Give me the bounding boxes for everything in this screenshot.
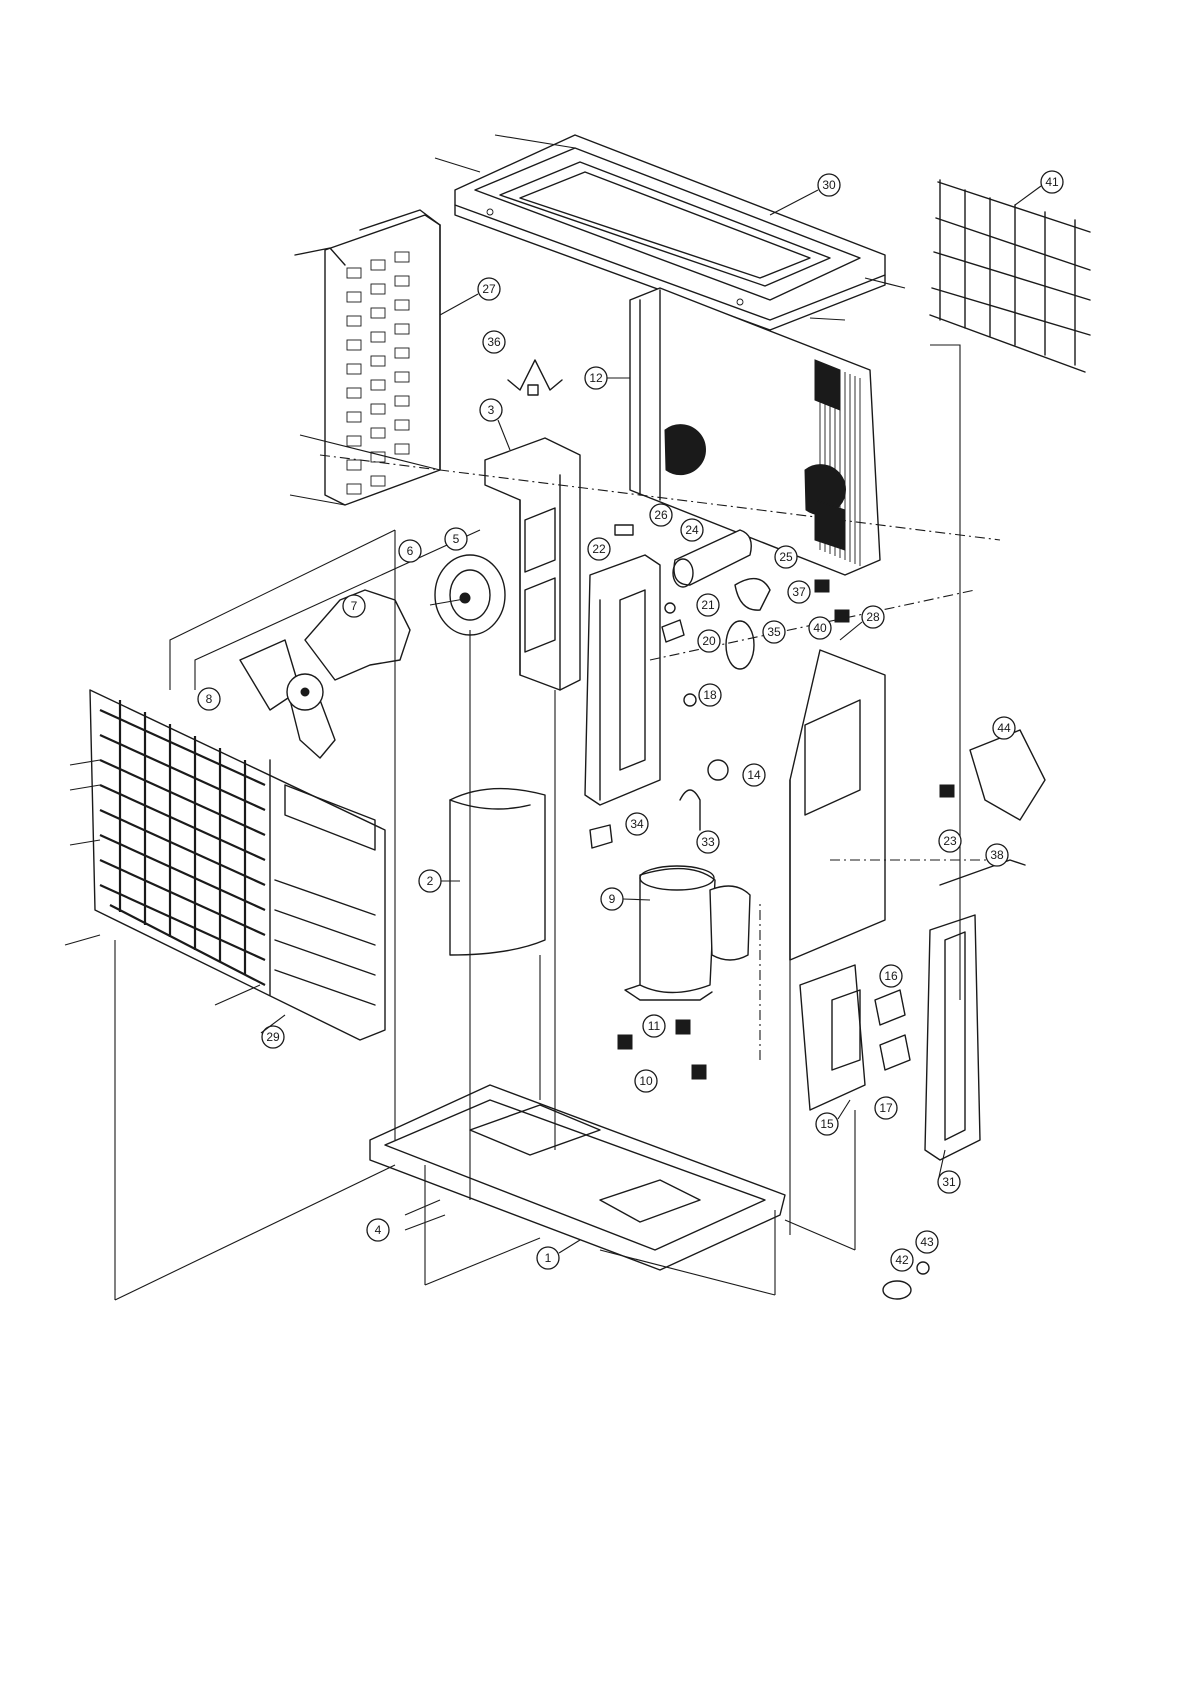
callout-43: 43 [916,1231,938,1253]
callout-4: 4 [367,1219,389,1241]
svg-text:2: 2 [427,874,434,888]
svg-text:10: 10 [639,1074,653,1088]
svg-text:5: 5 [453,532,460,546]
callout-5: 5 [445,528,467,550]
svg-text:26: 26 [654,508,668,522]
callout-42: 42 [891,1249,913,1271]
callout-7: 7 [343,595,365,617]
compressor [625,866,750,1000]
svg-text:28: 28 [866,610,880,624]
callout-8: 8 [198,688,220,710]
svg-text:20: 20 [702,634,716,648]
service-panel [790,650,885,960]
callout-31: 31 [938,1171,960,1193]
svg-text:21: 21 [701,598,715,612]
fan-motor [430,555,505,635]
svg-text:43: 43 [920,1235,934,1249]
callout-9: 9 [601,888,623,910]
valve-cover [925,915,980,1160]
svg-text:37: 37 [792,585,806,599]
callout-28: 28 [862,606,884,628]
callout-41: 41 [1041,171,1063,193]
callout-24: 24 [681,519,703,541]
svg-text:44: 44 [997,721,1011,735]
svg-text:11: 11 [648,1019,661,1033]
svg-text:15: 15 [820,1117,834,1131]
callout-40: 40 [809,617,831,639]
callout-6: 6 [399,540,421,562]
svg-text:12: 12 [589,371,603,385]
svg-text:27: 27 [482,282,496,296]
callout-20: 20 [698,630,720,652]
svg-text:8: 8 [206,692,213,706]
callout-16: 16 [880,965,902,987]
callout-12: 12 [585,367,607,389]
svg-text:24: 24 [685,523,699,537]
svg-text:9: 9 [609,892,616,906]
callout-33: 33 [697,831,719,853]
control-box [585,555,660,805]
callout-10: 10 [635,1070,657,1092]
callout-26: 26 [650,504,672,526]
callout-37: 37 [788,581,810,603]
svg-text:31: 31 [942,1175,956,1189]
callout-1: 1 [537,1247,559,1269]
valve-plate [800,965,865,1110]
svg-text:40: 40 [813,621,827,635]
svg-text:42: 42 [895,1253,909,1267]
svg-text:18: 18 [703,688,717,702]
svg-text:17: 17 [879,1101,893,1115]
service-valves [875,990,910,1070]
callout-44: 44 [993,717,1015,739]
motor-bracket [485,438,580,690]
callout-23: 23 [939,830,961,852]
svg-text:6: 6 [407,544,414,558]
insulation-sleeve [450,789,545,955]
callout-3: 3 [480,399,502,421]
svg-text:35: 35 [767,625,781,639]
svg-text:3: 3 [488,403,495,417]
callout-27: 27 [478,278,500,300]
callout-17: 17 [875,1097,897,1119]
callout-2: 2 [419,870,441,892]
callout-35: 35 [763,621,785,643]
svg-text:22: 22 [592,542,606,556]
svg-text:14: 14 [747,768,761,782]
svg-text:1: 1 [545,1251,552,1265]
svg-text:34: 34 [630,817,644,831]
callout-22: 22 [588,538,610,560]
svg-text:7: 7 [351,599,358,613]
handle [970,730,1045,820]
condenser-coil [630,288,880,575]
callout-34: 34 [626,813,648,835]
callout-25: 25 [775,546,797,568]
svg-text:29: 29 [266,1030,280,1044]
callout-30: 30 [818,174,840,196]
base-pan [370,1085,785,1270]
callout-18: 18 [699,684,721,706]
propeller-fan [240,590,410,758]
svg-text:38: 38 [990,848,1004,862]
svg-text:23: 23 [943,834,957,848]
front-panel [65,690,385,1040]
callout-15: 15 [816,1113,838,1135]
callout-14: 14 [743,764,765,786]
svg-text:41: 41 [1045,175,1059,189]
callout-21: 21 [697,594,719,616]
callout-11: 11 [643,1015,665,1037]
svg-text:16: 16 [884,969,898,983]
svg-text:4: 4 [375,1223,382,1237]
svg-text:33: 33 [701,835,715,849]
callout-38: 38 [986,844,1008,866]
wire-grille [930,180,1090,372]
svg-text:36: 36 [487,335,501,349]
svg-text:30: 30 [822,178,836,192]
callout-36: 36 [483,331,505,353]
svg-text:25: 25 [779,550,793,564]
